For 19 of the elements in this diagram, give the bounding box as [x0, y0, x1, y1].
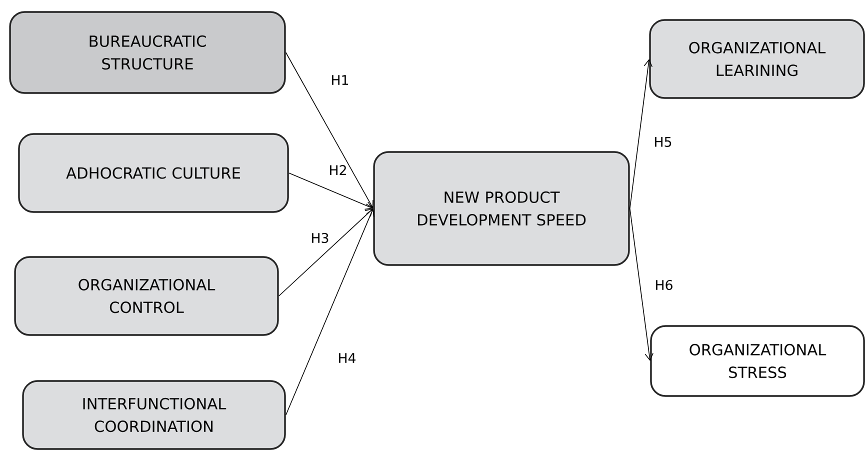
edge-label: H4 [339, 353, 356, 363]
edge-label: H2 [330, 165, 346, 175]
rounded-box: ORGANIZATIONAL CONTROL [14, 256, 279, 336]
edge-label: H6 [656, 280, 672, 290]
edge-label: H5 [655, 137, 672, 147]
arrow [285, 208, 374, 416]
rounded-box: ADHOCRATIC CULTURE [18, 133, 289, 213]
edge-label: H3 [312, 232, 328, 244]
arrow [285, 52, 374, 208]
rounded-box: ORGANIZATIONAL LEARINING [649, 19, 865, 99]
rounded-box: NEW PRODUCT DEVELOPMENT SPEED [373, 151, 630, 266]
arrow [278, 208, 374, 296]
arrow [629, 59, 653, 209]
arrow [288, 172, 374, 210]
rounded-box: ORGANIZATIONAL STRESS [650, 325, 865, 397]
edge-label: H1 [332, 75, 348, 85]
rounded-box: INTERFUNCTIONAL COORDINATION [22, 380, 286, 450]
rounded-box: BUREAUCRATIC STRUCTURE [9, 11, 286, 94]
arrow [629, 208, 654, 362]
